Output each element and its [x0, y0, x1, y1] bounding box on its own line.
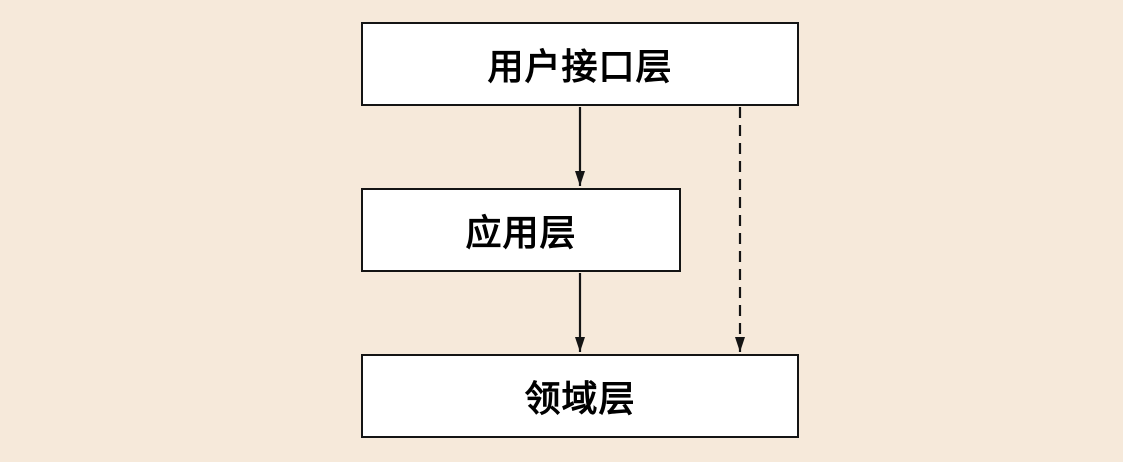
node-application-layer: 应用层	[361, 188, 681, 272]
node-user-interface-layer: 用户接口层	[361, 22, 799, 106]
node-domain-layer-label: 领域层	[524, 378, 636, 419]
node-user-interface-layer-label: 用户接口层	[487, 46, 673, 87]
node-domain-layer: 领域层	[361, 354, 799, 438]
node-application-layer-label: 应用层	[465, 212, 577, 253]
